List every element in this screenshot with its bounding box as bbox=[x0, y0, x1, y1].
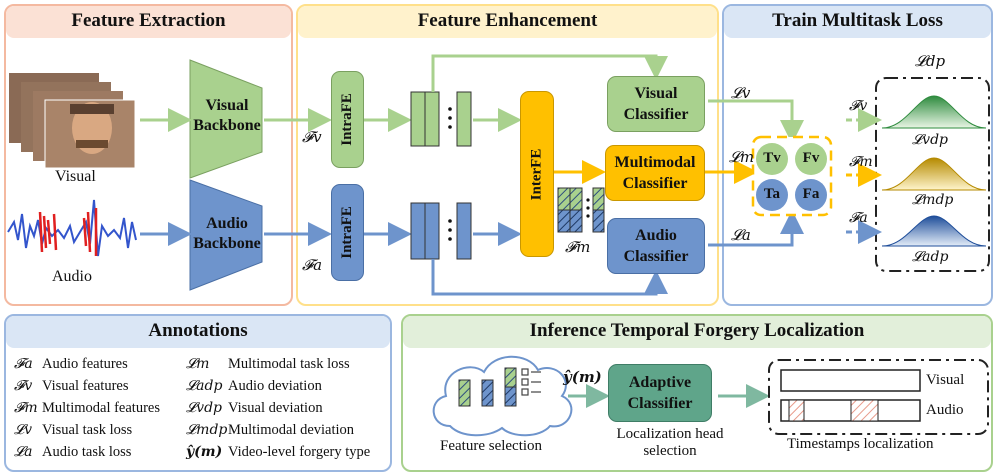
feature-extraction-header: Feature Extraction bbox=[6, 6, 291, 38]
annotation-row: ŷ(m)Video-level forgery type bbox=[186, 444, 371, 460]
visual-classifier-label: Visual Classifier bbox=[623, 85, 689, 123]
inference-header: Inference Temporal Forgery Localization bbox=[403, 316, 991, 348]
annotations-header: Annotations bbox=[6, 316, 390, 348]
audio-intrafe-label: IntraFE bbox=[339, 206, 355, 259]
audio-waveform-image bbox=[7, 199, 137, 257]
multimodal-feature-bars bbox=[557, 187, 605, 233]
visual-timeline-label: Visual bbox=[926, 372, 965, 388]
visual-classifier-block: Visual Classifier bbox=[607, 76, 705, 132]
visual-intrafe-block: IntraFE bbox=[331, 71, 364, 168]
visual-feature-bars bbox=[410, 91, 472, 147]
audio-forged-segment-2 bbox=[850, 399, 879, 422]
lm-symbol: 𝓛m bbox=[729, 148, 755, 166]
fv-symbol: 𝓕v bbox=[302, 128, 322, 146]
checklist-icon bbox=[521, 368, 541, 396]
lmdp-symbol: 𝓛mdp bbox=[912, 192, 954, 208]
ta-cell bbox=[756, 179, 788, 211]
audio-classifier-block: Audio Classifier bbox=[607, 218, 705, 274]
fv-cell-label: Fv bbox=[802, 150, 820, 166]
audio-intrafe-block: IntraFE bbox=[331, 184, 364, 281]
timestamps-frame bbox=[768, 359, 989, 435]
visual-backbone-shape bbox=[189, 59, 263, 179]
lvdp-symbol: 𝓛vdp bbox=[912, 132, 949, 148]
tv-cell bbox=[756, 143, 788, 175]
head-selection-label: Localization head selection bbox=[616, 426, 724, 459]
audio-backbone-label: Audio Backbone bbox=[193, 215, 261, 252]
lv-symbol: 𝓛v bbox=[731, 84, 751, 102]
audio-distribution-curve bbox=[881, 215, 987, 247]
video-frames-image bbox=[9, 73, 136, 169]
visual-backbone-label: Visual Backbone bbox=[193, 97, 261, 134]
ladp-symbol: 𝓛adp bbox=[912, 249, 949, 265]
fa-cell-label: Fa bbox=[802, 186, 820, 202]
audio-feature-bars bbox=[410, 202, 472, 260]
timestamps-label: Timestamps localization bbox=[787, 436, 934, 452]
yhat-symbol: ŷ(m) bbox=[563, 368, 602, 386]
visual-timeline bbox=[780, 369, 921, 392]
annotation-row: 𝓛mdpMultimodal deviation bbox=[186, 422, 355, 438]
dp-fa-symbol: 𝓕a bbox=[849, 210, 868, 226]
feature-selection-cloud bbox=[432, 355, 573, 437]
audio-backbone-shape bbox=[189, 179, 263, 291]
audio-timeline-label: Audio bbox=[926, 402, 964, 418]
interfe-label: InterFE bbox=[528, 148, 545, 200]
train-loss-header: Train Multitask Loss bbox=[724, 6, 991, 38]
visual-distribution-curve bbox=[881, 95, 987, 129]
tv-cell-label: Tv bbox=[763, 150, 781, 166]
fv-cell bbox=[795, 143, 827, 175]
adaptive-classifier-label: Adaptive Classifier bbox=[627, 374, 693, 412]
fm-symbol: 𝓕m bbox=[565, 238, 591, 256]
ta-cell-label: Ta bbox=[763, 186, 781, 202]
la-symbol: 𝓛a bbox=[731, 226, 751, 244]
fa-cell bbox=[795, 179, 827, 211]
ldp-symbol: 𝓛dp bbox=[915, 52, 946, 70]
feature-selection-label: Feature selection bbox=[440, 438, 543, 454]
multimodal-classifier-label: Multimodal Classifier bbox=[614, 154, 696, 192]
interfe-block: InterFE bbox=[520, 91, 554, 257]
feature-enhancement-header: Feature Enhancement bbox=[298, 6, 717, 38]
dp-fv-symbol: 𝓕v bbox=[849, 98, 868, 114]
adaptive-classifier-block: Adaptive Classifier bbox=[608, 364, 712, 422]
dp-fm-symbol: 𝓕m bbox=[849, 154, 873, 170]
multimodal-classifier-block: Multimodal Classifier bbox=[605, 145, 705, 201]
fa-symbol: 𝓕a bbox=[302, 256, 323, 274]
visual-input-label: Visual bbox=[55, 168, 96, 185]
visual-intrafe-label: IntraFE bbox=[339, 93, 355, 146]
audio-classifier-label: Audio Classifier bbox=[623, 227, 689, 265]
audio-input-label: Audio bbox=[52, 268, 92, 285]
multimodal-distribution-curve bbox=[881, 157, 987, 191]
audio-forged-segment-1 bbox=[788, 399, 805, 422]
